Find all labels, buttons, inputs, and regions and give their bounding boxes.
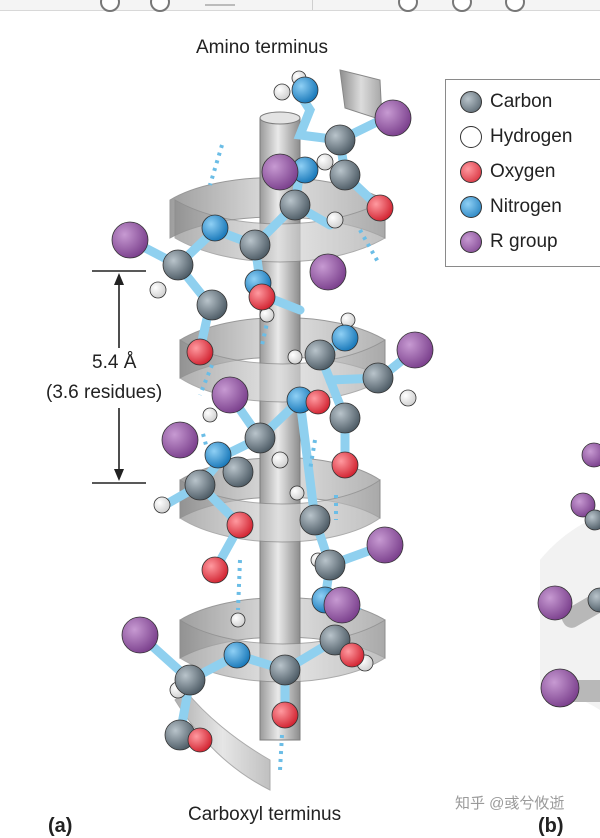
r-group-swatch xyxy=(460,231,482,253)
amino-terminus-label: Amino terminus xyxy=(196,37,328,58)
legend-item-nitrogen: Nitrogen xyxy=(460,194,562,220)
nitrogen-swatch xyxy=(460,196,482,218)
toolbar-circle-icon[interactable] xyxy=(505,0,525,12)
carbon-swatch xyxy=(460,91,482,113)
legend-item-carbon: Carbon xyxy=(460,89,552,115)
panel-label-b: (b) xyxy=(538,815,564,837)
top-toolbar-strip xyxy=(0,0,600,12)
legend-label: Carbon xyxy=(490,91,553,112)
oxygen-swatch xyxy=(460,161,482,183)
legend-item-oxygen: Oxygen xyxy=(460,159,555,185)
pitch-measurement-bracket xyxy=(92,270,146,484)
oxygen-atoms xyxy=(186,194,394,753)
hydrogen-swatch xyxy=(460,126,482,148)
carboxyl-terminus-label: Carboxyl terminus xyxy=(188,804,342,825)
r-group-atoms xyxy=(111,99,434,654)
toolbar-circle-icon[interactable] xyxy=(452,0,472,12)
atom-legend: Carbon Hydrogen Oxygen Nitrogen R group xyxy=(445,79,600,267)
legend-item-hydrogen: Hydrogen xyxy=(460,124,572,150)
carbon-atoms xyxy=(162,124,394,751)
pitch-distance-label: 5.4 Å xyxy=(92,352,137,373)
watermark: 知乎 @彧兮攸逝 xyxy=(455,795,565,812)
legend-label: Nitrogen xyxy=(490,196,562,217)
legend-item-r-group: R group xyxy=(460,229,558,255)
toolbar-dash xyxy=(205,4,235,6)
residues-per-turn-label: (3.6 residues) xyxy=(46,382,163,403)
toolbar-circle-icon[interactable] xyxy=(150,0,170,12)
legend-label: Hydrogen xyxy=(490,126,573,147)
toolbar-separator xyxy=(312,0,313,10)
atoms xyxy=(111,70,434,753)
panel-label-a: (a) xyxy=(48,815,73,837)
toolbar-circle-icon[interactable] xyxy=(100,0,120,12)
legend-label: R group xyxy=(490,231,558,252)
panel-b-partial xyxy=(537,442,600,710)
hydrogen-bonds xyxy=(198,144,380,771)
toolbar-circle-icon[interactable] xyxy=(398,0,418,12)
legend-label: Oxygen xyxy=(490,161,556,182)
